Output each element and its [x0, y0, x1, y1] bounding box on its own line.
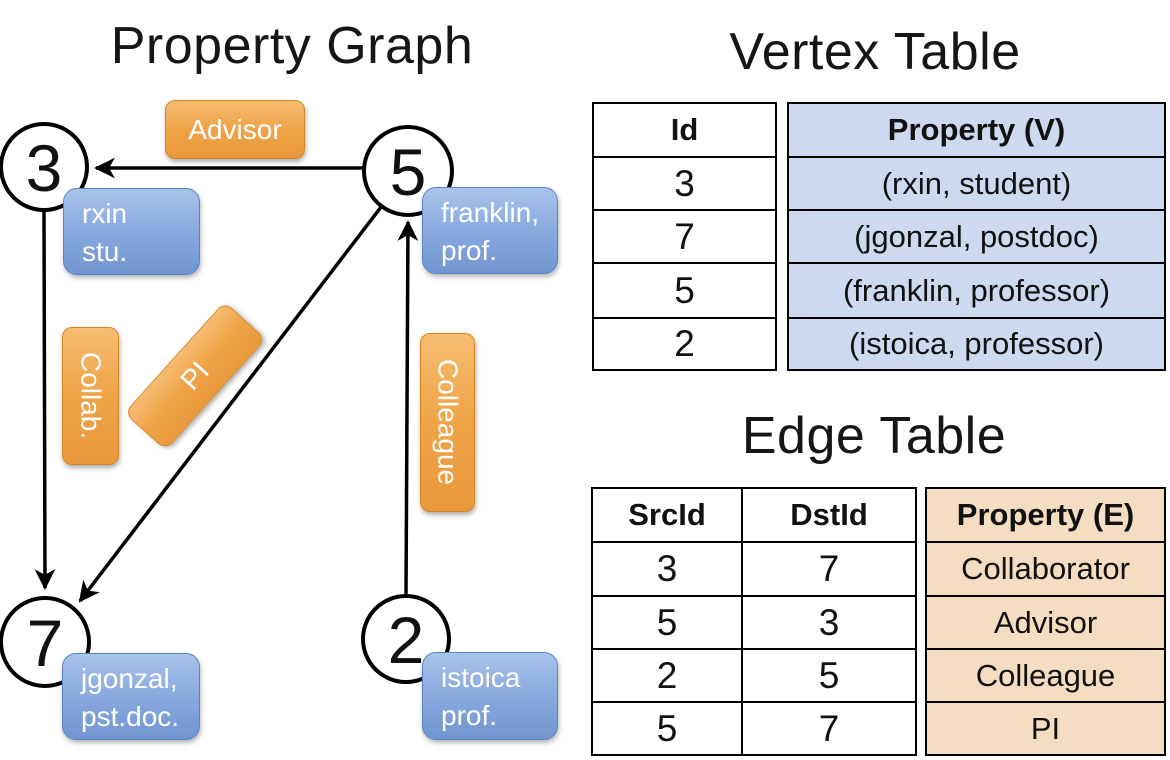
vertex-property-box-3: rxin stu. — [63, 188, 200, 275]
vertex-property-line: prof. — [441, 235, 498, 266]
edge-table-cell-src: 3 — [591, 541, 743, 597]
vertex-property-box-5: franklin, prof. — [422, 187, 558, 274]
edge-table-property-column: Property (E) Collaborator Advisor Collea… — [925, 487, 1166, 756]
vertex-table-header-property: Property (V) — [787, 102, 1166, 158]
vertex-table-cell-id: 7 — [592, 209, 777, 264]
graph-node-id-5: 5 — [390, 135, 427, 209]
edge-table-cell-dst: 5 — [741, 648, 917, 703]
vertex-table-cell-property: (franklin, professor) — [787, 262, 1166, 319]
edge-table-cell-dst: 3 — [741, 595, 917, 650]
graph-node-id-3: 3 — [26, 131, 63, 205]
edge-table-header-property: Property (E) — [925, 487, 1166, 543]
vertex-property-line: stu. — [82, 236, 128, 267]
edge-label-colleague: Colleague — [420, 333, 475, 512]
edge-label-collab: Collab. — [62, 327, 119, 465]
edge-table-cell-src: 2 — [591, 648, 743, 703]
vertex-property-line: istoica — [441, 662, 521, 693]
edge-arrow-5-to-7-pi — [78, 205, 383, 603]
edge-table-id-columns: SrcId DstId 3 7 5 3 2 5 5 7 — [591, 487, 917, 756]
vertex-table-id-column: Id 3 7 5 2 — [592, 102, 777, 371]
edge-table-cell-dst: 7 — [741, 541, 917, 597]
edge-table-header-dstid: DstId — [741, 487, 917, 543]
vertex-table-cell-property: (jgonzal, postdoc) — [787, 209, 1166, 264]
edge-table-cell-dst: 7 — [741, 701, 917, 756]
vertex-table-cell-property: (rxin, student) — [787, 156, 1166, 211]
vertex-property-box-2: istoica prof. — [422, 652, 558, 740]
edge-table-header-srcid: SrcId — [591, 487, 743, 543]
edge-table-cell-property: PI — [925, 701, 1166, 756]
edge-table-cell-src: 5 — [591, 595, 743, 650]
vertex-table-cell-id: 2 — [592, 317, 777, 371]
vertex-property-line: rxin — [82, 198, 128, 229]
vertex-property-line: jgonzal, — [81, 663, 178, 694]
edge-table-cell-property: Advisor — [925, 595, 1166, 650]
vertex-table-cell-id: 5 — [592, 262, 777, 319]
edge-arrow-3-to-7-collab — [34, 211, 56, 590]
edge-arrow-2-to-5-colleague — [397, 220, 419, 595]
vertex-table-header-id: Id — [592, 102, 777, 158]
vertex-table-cell-id: 3 — [592, 156, 777, 211]
property-graph-title: Property Graph — [110, 17, 474, 75]
graph-node-id-2: 2 — [388, 603, 425, 677]
edge-table-cell-src: 5 — [591, 701, 743, 756]
vertex-property-line: prof. — [441, 700, 498, 731]
edge-table-cell-property: Collaborator — [925, 541, 1166, 597]
vertex-property-line: pst.doc. — [81, 701, 180, 732]
graph-node-circle-3 — [0, 122, 89, 212]
vertex-table-property-column: Property (V) (rxin, student) (jgonzal, p… — [787, 102, 1166, 371]
vertex-property-box-7: jgonzal, pst.doc. — [62, 653, 200, 740]
edge-label-advisor: Advisor — [165, 100, 305, 159]
edge-table-cell-property: Colleague — [925, 648, 1166, 703]
edge-table-title: Edge Table — [741, 407, 1007, 465]
vertex-table-title: Vertex Table — [729, 23, 1021, 81]
vertex-table-cell-property: (istoica, professor) — [787, 317, 1166, 371]
graph-node-id-7: 7 — [27, 606, 64, 680]
vertex-property-line: franklin, — [441, 197, 540, 228]
